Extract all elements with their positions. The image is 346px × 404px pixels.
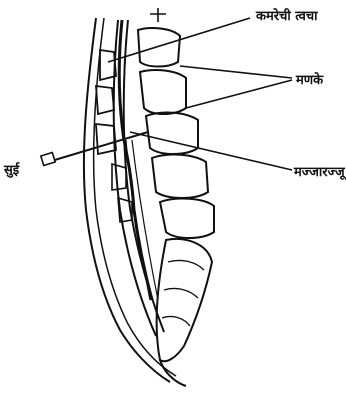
coccyx — [160, 360, 186, 386]
needle-hub — [41, 152, 55, 165]
needle-label: सुई — [3, 162, 20, 178]
sacral-segment-3 — [162, 316, 190, 326]
spinous-process-2 — [96, 86, 114, 114]
back-skin-inner-outline — [94, 18, 176, 376]
spinal-cord-label: मज्जारज्जू — [293, 165, 346, 180]
vertebral-body-3 — [146, 113, 198, 154]
skin-label: कमरेची त्वचा — [255, 8, 318, 24]
vertebral-body-1 — [138, 28, 180, 67]
vertebrae-label: मणके — [295, 72, 324, 88]
vertebral-body-5 — [160, 199, 214, 238]
sacrum — [157, 239, 212, 361]
sacral-segment-1 — [168, 260, 204, 270]
vertebrae-leader-line-2 — [186, 80, 292, 108]
vertebrae-leader-line-1 — [180, 66, 292, 78]
vertebral-body-2 — [140, 70, 186, 114]
vertebral-body-4 — [152, 155, 208, 198]
spinous-process-4 — [112, 164, 126, 190]
top-marker — [150, 8, 166, 22]
sacral-segment-2 — [164, 288, 198, 298]
